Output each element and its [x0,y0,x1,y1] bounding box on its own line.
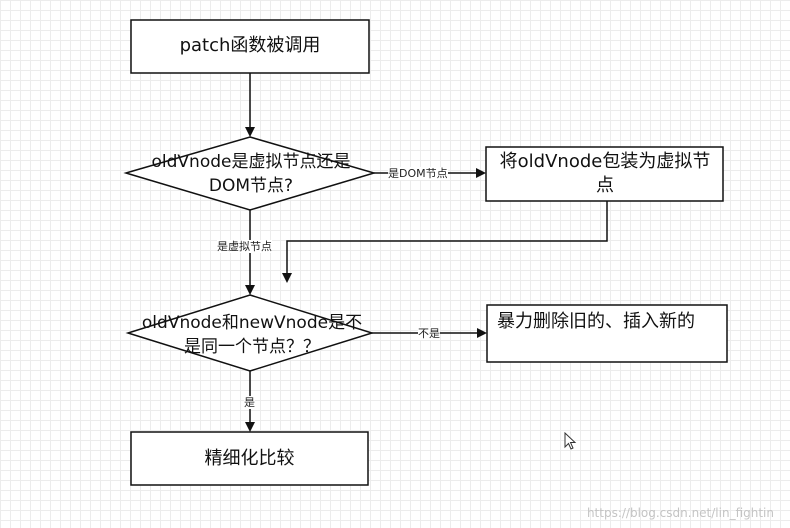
refine-label: 精细化比较 [204,448,295,469]
replace-box[interactable] [486,304,728,363]
edge-label-not-same: 不是 [418,327,440,340]
decision2-label: oldVnode和newVnode是不是同一个节点？？ [141,313,363,357]
replace-label: 暴力删除旧的、插入新的 [497,311,695,332]
decision1-label: oldVnode是虚拟节点还是DOM节点? [151,152,351,196]
edge-wrap-to-merge [282,201,608,283]
wrap-box[interactable] [485,146,724,202]
watermark: https://blog.csdn.net/lin_fightin [586,506,774,520]
edge-label-is-dom: 是DOM节点 [388,167,448,180]
edge-label-is-vnode: 是虚拟节点 [217,240,272,253]
edge-label-same: 是 [244,396,255,409]
start-box[interactable] [130,19,370,74]
wrap-label: 将oldVnode包装为虚拟节点 [499,151,711,196]
refine-box[interactable] [130,431,369,486]
start-label: patch函数被调用 [179,35,321,56]
mouse-cursor-icon [564,432,577,450]
